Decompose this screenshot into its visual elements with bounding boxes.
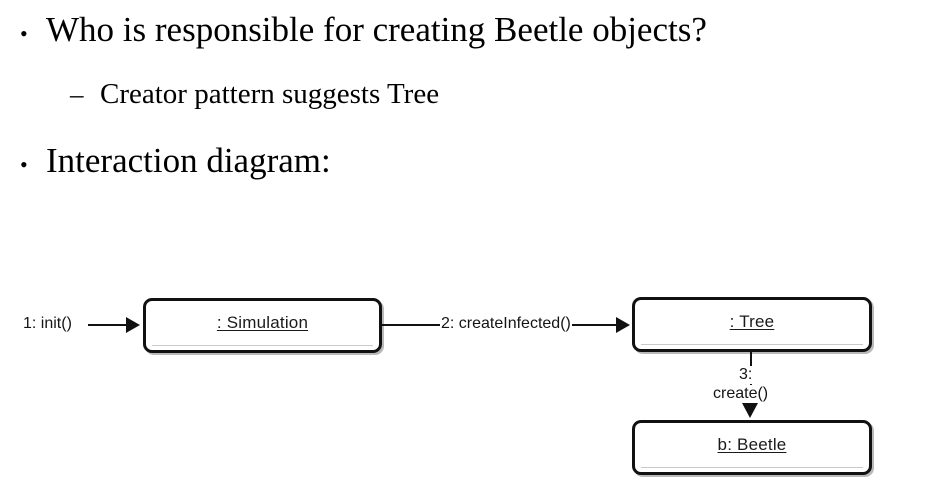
arrow-head-down-icon — [742, 403, 758, 418]
bullet-marker-dot: • — [20, 21, 28, 46]
bullet-item-interaction-diagram: • Interaction diagram: — [20, 141, 331, 185]
box-inner-rule — [641, 344, 863, 345]
uml-object-simulation: : Simulation — [143, 298, 382, 353]
uml-object-label: : Tree — [729, 311, 775, 331]
bullet-item-who-responsible: • Who is responsible for creating Beetle… — [20, 10, 707, 54]
uml-object-label: b: Beetle — [717, 434, 787, 454]
uml-object-beetle: b: Beetle — [632, 420, 872, 475]
message-link-1-line — [88, 324, 128, 326]
bullet-marker-dash: – — [70, 79, 84, 109]
bullet-item-creator-pattern: – Creator pattern suggests Tree — [70, 77, 439, 111]
message-label-1-init: 1: init() — [22, 315, 73, 333]
arrow-head-right-icon — [616, 317, 630, 333]
box-inner-rule — [152, 345, 373, 346]
bullet-text: Who is responsible for creating Beetle o… — [46, 10, 707, 49]
message-label-3-number: 3: — [738, 366, 754, 384]
box-inner-rule — [641, 467, 863, 468]
uml-object-label: : Simulation — [216, 312, 309, 332]
message-label-2-create-infected: 2: createInfected() — [440, 315, 572, 333]
bullet-marker-dot: • — [20, 152, 28, 177]
bullet-text: Creator pattern suggests Tree — [100, 78, 440, 110]
uml-object-tree: : Tree — [632, 297, 872, 352]
message-label-3-create: create() — [712, 385, 770, 403]
bullet-text: Interaction diagram: — [46, 141, 331, 180]
arrow-head-right-icon — [126, 317, 140, 333]
